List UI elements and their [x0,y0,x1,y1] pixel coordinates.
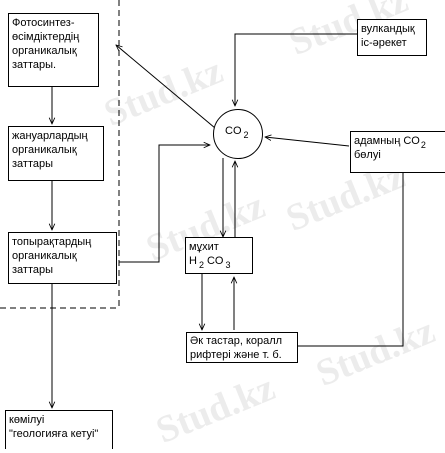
box-label: бөлуі [354,149,381,161]
volcanic-box: вулкандық іс-әрекет [357,19,427,56]
formula-h: H [189,255,197,267]
arrow-human-co2 [265,137,350,147]
box-label: Әк тастар, коралл [190,335,283,347]
arrow-soil-co2 [119,145,210,263]
photosynthesis-box: Фотосинтез- өсімдіктердің органикалық за… [8,13,99,87]
human-co-text: адамның CO [354,135,420,147]
line-human-rocks [298,172,404,347]
box-label: Фотосинтез- [12,17,75,29]
rocks-box: Әк тастар, коралл рифтері және т. б. [186,332,298,363]
arrow-volcanic-co2 [235,33,357,106]
human-box: адамның CO2 бөлуі [350,131,445,173]
box-label: көмілуі [9,414,45,426]
box-label: заттары. [12,59,57,71]
box-label: өсімдіктердің [12,31,80,43]
arrow-co2-photo [116,45,216,129]
box-label: заттары [12,264,54,276]
formula-sub-2: 2 [198,260,204,270]
box-label: топырақтардың [12,236,92,248]
co2-subscript: 2 [243,130,249,140]
human-co-subscript: 2 [420,140,426,150]
box-label: органикалық [12,45,77,57]
burial-box: көмілуі "геологияға кетуі" [5,410,113,449]
soil-box: топырақтардың органикалық заттары [8,232,117,284]
box-label: жануарлардың [12,130,88,142]
box-label: іс-әрекет [361,37,407,49]
co2-text: CO [225,125,242,137]
animals-box: жануарлардың органикалық заттары [8,126,104,181]
box-label: заттары [12,158,54,170]
box-label: органикалық [12,144,77,156]
box-label: рифтері және т. б. [190,349,282,361]
formula-sub-3: 3 [225,260,231,270]
ocean-title: мұхит [189,241,219,253]
box-label: вулкандық [361,23,415,35]
box-label: адамның CO2 [354,134,442,150]
formula-co: CO [206,255,224,267]
box-label: "геологияға кетуі" [9,428,99,440]
box-label: органикалық [12,250,77,262]
